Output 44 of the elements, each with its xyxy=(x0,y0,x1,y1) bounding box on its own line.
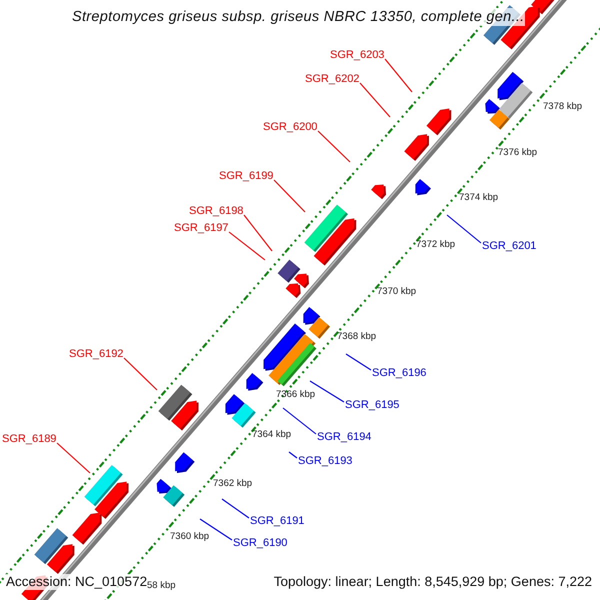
leader-line xyxy=(310,380,344,402)
scale-label: 7362 kbp xyxy=(213,478,252,489)
footer-text: Accession: NC_010572 xyxy=(6,574,148,590)
leader-line xyxy=(124,358,158,390)
leader-line xyxy=(244,214,272,252)
scale-label: 7360 kbp xyxy=(170,531,210,542)
gene-label: SGR_6195 xyxy=(345,399,400,412)
gene-label: SGR_6194 xyxy=(317,431,372,444)
scale-label: 7374 kbp xyxy=(459,192,498,203)
scale-label: 7366 kbp xyxy=(276,389,316,400)
gene-label: SGR_6191 xyxy=(250,515,304,528)
gene-label: SGR_6193 xyxy=(298,455,352,468)
gene-label: SGR_6201 xyxy=(482,240,536,253)
scale-label: 7378 kbp xyxy=(543,101,582,112)
leader-line xyxy=(384,58,412,92)
gene-label: SGR_6192 xyxy=(69,348,124,361)
gene-label: SGR_6197 xyxy=(174,222,228,235)
footer-text: Topology: linear; Length: 8,545,929 bp; Genes: 7,222 xyxy=(274,574,592,590)
leader-line xyxy=(318,130,350,162)
gene-label: SGR_6196 xyxy=(372,367,426,380)
leader-line xyxy=(228,232,266,260)
title: Streptomyces griseus subsp. griseus NBRC 13350, complete gen... xyxy=(72,8,524,26)
leader-line xyxy=(360,82,390,118)
scale-label: 7364 kbp xyxy=(252,429,292,440)
leader-line xyxy=(222,498,250,518)
scale-label: 7376 kbp xyxy=(498,147,538,158)
gene-label: SGR_6190 xyxy=(233,537,288,550)
leader-line xyxy=(346,354,372,370)
scale-label: 58 kbp xyxy=(147,580,176,591)
gene-label: SGR_6202 xyxy=(305,73,360,86)
leader-line xyxy=(200,518,232,540)
scale-label: 7370 kbp xyxy=(377,286,416,297)
scale-label: 7368 kbp xyxy=(337,331,376,342)
leader-line xyxy=(282,408,316,434)
gene-label: SGR_6189 xyxy=(2,433,56,446)
leader-line xyxy=(274,180,306,212)
gene-label: SGR_6203 xyxy=(330,49,384,62)
gene-label: SGR_6198 xyxy=(189,205,244,218)
leader-line xyxy=(288,452,298,458)
gene-label: SGR_6200 xyxy=(263,121,318,134)
leader-line xyxy=(56,442,90,474)
gene-label: SGR_6199 xyxy=(219,170,274,183)
leader-line xyxy=(446,214,482,244)
scale-label: 7372 kbp xyxy=(416,239,456,250)
